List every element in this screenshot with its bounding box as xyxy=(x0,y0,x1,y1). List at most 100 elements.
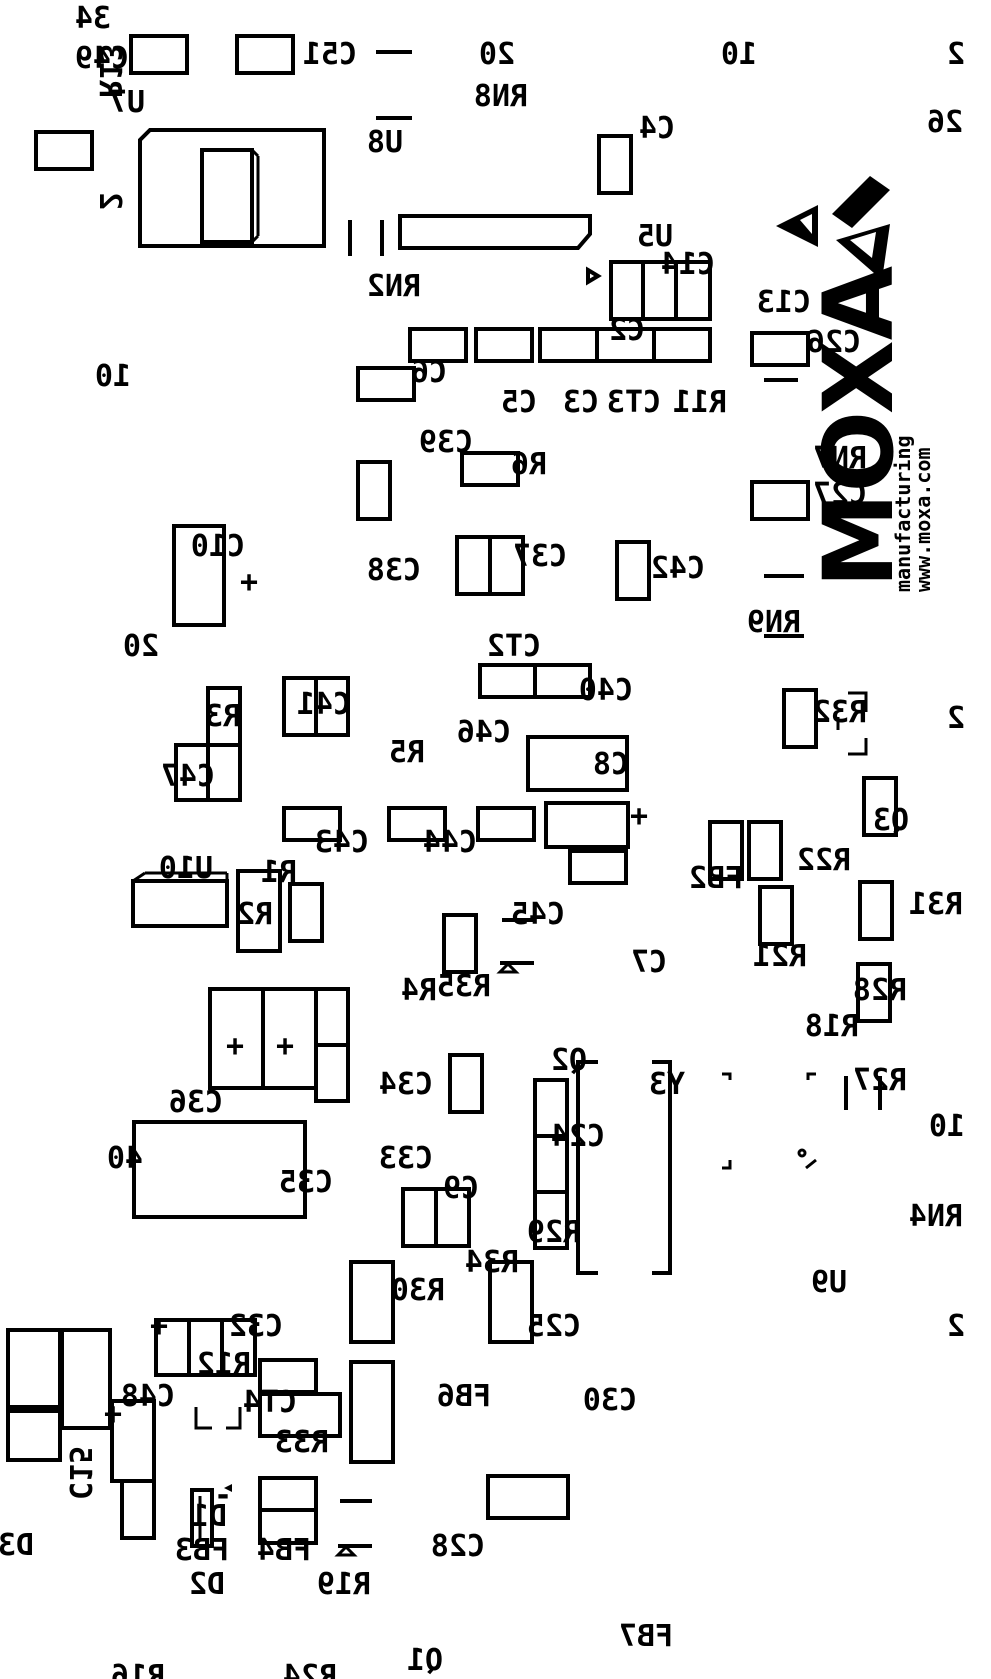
pad-c32 xyxy=(132,1120,307,1219)
label-2-right: 2 xyxy=(947,701,965,736)
label-c13: C13 xyxy=(757,285,811,320)
label-c27: C27 xyxy=(813,477,867,512)
label-y3: Y3 xyxy=(649,1067,685,1102)
label-c49: C49 xyxy=(75,41,129,76)
label-2-bottom: 2 xyxy=(947,1309,965,1344)
pad-r28 xyxy=(858,880,894,941)
pad-c44 xyxy=(387,806,447,842)
label-r30: R30 xyxy=(391,1273,445,1308)
label-c45: C45 xyxy=(511,897,565,932)
moxa-logo-mark xyxy=(776,176,890,280)
pad-c15 xyxy=(60,1328,112,1430)
pad-c9 xyxy=(448,1053,484,1114)
pad-c10 xyxy=(172,524,226,627)
label-c4: C4 xyxy=(639,111,675,146)
label-r22: R22 xyxy=(797,843,851,878)
rotated-labels: R13 2 C15 D3 xyxy=(0,44,127,1563)
label-c33: C33 xyxy=(379,1141,433,1176)
label-20-top: 20 xyxy=(479,37,515,72)
pad-c49 xyxy=(129,34,189,75)
u9-corner-tr xyxy=(806,1072,816,1080)
label-rn4: RN4 xyxy=(909,1199,963,1234)
pin1-c14 xyxy=(586,266,602,286)
u9-corner-bl xyxy=(722,1160,732,1170)
pad-c26 xyxy=(750,331,810,367)
body-u10 xyxy=(131,879,229,928)
pad-c27 xyxy=(750,480,810,521)
label-c25: C25 xyxy=(527,1309,581,1344)
pad-r31 xyxy=(862,776,898,837)
label-c41: C41 xyxy=(297,687,351,722)
logo-tagline: manufacturing xyxy=(891,435,915,592)
pad-c4 xyxy=(597,134,633,195)
label-c34: C34 xyxy=(379,1067,433,1102)
pad-c38 xyxy=(356,460,392,521)
outline-u5 xyxy=(398,214,592,250)
y3-bracket-right xyxy=(652,1060,672,1275)
label-2-left: 2 xyxy=(92,192,127,210)
label-c30: C30 xyxy=(583,1383,637,1418)
pad-r35 xyxy=(442,913,478,974)
label-ct2: CT2 xyxy=(487,629,541,664)
u9-corner-tl xyxy=(722,1072,732,1080)
pad-c45 xyxy=(476,806,536,842)
label-d3: D3 xyxy=(0,1528,34,1563)
pad-c42 xyxy=(615,540,651,601)
label-r35: R35 xyxy=(437,969,491,1004)
label-q3: Q3 xyxy=(873,803,909,838)
logo-diamond-top xyxy=(832,176,890,228)
polarity-plus-c32: + xyxy=(150,1309,168,1344)
label-r31: R31 xyxy=(909,887,963,922)
label-c38: C38 xyxy=(367,553,421,588)
pad-r6 xyxy=(460,451,520,487)
pad-fb2 xyxy=(544,801,630,849)
outline-u8 xyxy=(138,128,326,248)
polarity-plus-c36: + xyxy=(226,1029,244,1064)
label-ct3: CT3 xyxy=(607,385,661,420)
pad-c51 xyxy=(235,34,295,75)
pad-c5 xyxy=(474,327,534,363)
pad-r13 xyxy=(34,130,94,171)
logo-triangle-right-inner xyxy=(850,232,876,258)
d1-corner-left xyxy=(194,1407,212,1430)
u9-pin1-dot xyxy=(797,1148,807,1158)
pad-c14-group xyxy=(609,260,712,321)
q3-corner-bottom xyxy=(848,738,868,756)
label-u7: U7 xyxy=(109,85,145,120)
label-c3: C3 xyxy=(563,385,599,420)
pad-r16 xyxy=(120,1479,156,1540)
moxa-logo: MOXA manufacturing www.moxa.com xyxy=(776,176,935,592)
pad-r32 xyxy=(782,688,818,749)
label-r18: R18 xyxy=(805,1009,859,1044)
u9-corner-br xyxy=(805,1158,817,1170)
label-c26: C26 xyxy=(807,325,861,360)
pad-r21 xyxy=(747,820,783,881)
label-2-top: 2 xyxy=(947,37,965,72)
pad-ct4 xyxy=(154,1318,257,1377)
label-c5: C5 xyxy=(501,385,537,420)
pad-c24-r29-c25 xyxy=(533,1078,569,1250)
label-26: 26 xyxy=(927,105,963,140)
body-d2 xyxy=(190,1488,214,1548)
logo-triangle-left-inner xyxy=(800,214,812,234)
component-outlines xyxy=(6,34,898,1557)
label-c51: C51 xyxy=(303,37,357,72)
label-r13: R13 xyxy=(92,44,127,98)
pad-d3 xyxy=(6,1328,62,1462)
label-c42: C42 xyxy=(651,551,705,586)
pad-r22 xyxy=(708,820,744,881)
label-r11: R11 xyxy=(673,385,727,420)
q1-pin1 xyxy=(334,1544,358,1557)
pad-fb7 xyxy=(486,1474,570,1520)
label-c14: C14 xyxy=(661,247,715,282)
d2-pin1 xyxy=(224,1484,232,1492)
label-10-left: 10 xyxy=(95,359,131,394)
label-c47: C47 xyxy=(161,759,215,794)
polarity-plus-c8: + xyxy=(630,799,648,834)
label-fb6: FB6 xyxy=(437,1379,491,1414)
q2-pin1 xyxy=(496,961,520,974)
label-c46: C46 xyxy=(457,715,511,750)
label-10-right: 10 xyxy=(929,1109,965,1144)
bevel-u10-a xyxy=(132,871,146,883)
